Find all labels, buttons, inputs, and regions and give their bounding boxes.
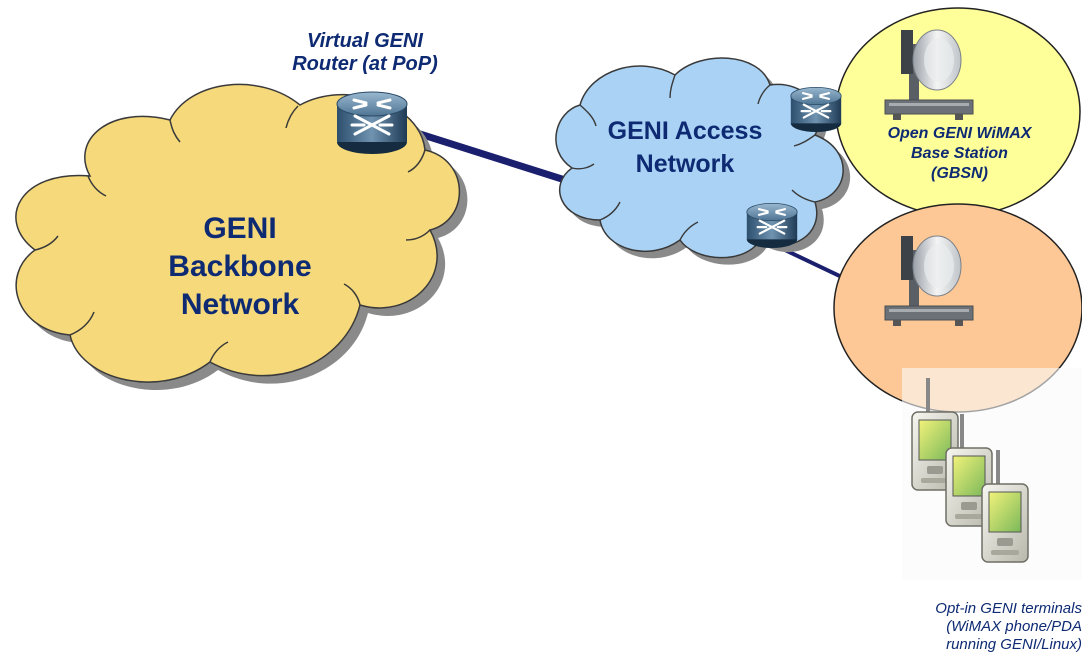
backbone-line-1: GENI (203, 212, 277, 245)
router-icon-basestation (789, 86, 843, 134)
terminals-caption: Opt-in GENI terminals (WiMAX phone/PDA r… (858, 600, 1082, 654)
access-title: GENI Access Network (575, 115, 795, 181)
router-caption-line-2: Router (at PoP) (292, 53, 438, 75)
terminals-line-2: (WiMAX phone/PDA (946, 618, 1082, 635)
base-station-caption: Open GENI WiMAX Base Station (GBSN) (862, 124, 1057, 184)
backbone-cloud (15, 83, 468, 391)
base-station-line-1: Open GENI WiMAX (887, 125, 1032, 142)
backbone-line-3: Network (180, 288, 300, 321)
access-line-1: GENI Access (607, 117, 763, 145)
terminals-line-1: Opt-in GENI terminals (935, 600, 1082, 617)
router-caption-line-1: Virtual GENI (307, 30, 423, 52)
backbone-title: GENI Backbone Network (130, 210, 350, 324)
router-icon-pop (335, 90, 409, 156)
backbone-line-2: Backbone (168, 250, 312, 283)
router-icon-coverage (745, 202, 799, 250)
access-line-2: Network (635, 150, 735, 178)
pda-terminals (902, 368, 1082, 580)
router-caption: Virtual GENI Router (at PoP) (260, 30, 470, 76)
terminals-line-3: running GENI/Linux) (946, 636, 1082, 653)
base-station-line-3: (GBSN) (931, 165, 988, 182)
backbone-access-link (396, 123, 567, 184)
base-station-line-2: Base Station (911, 145, 1008, 162)
